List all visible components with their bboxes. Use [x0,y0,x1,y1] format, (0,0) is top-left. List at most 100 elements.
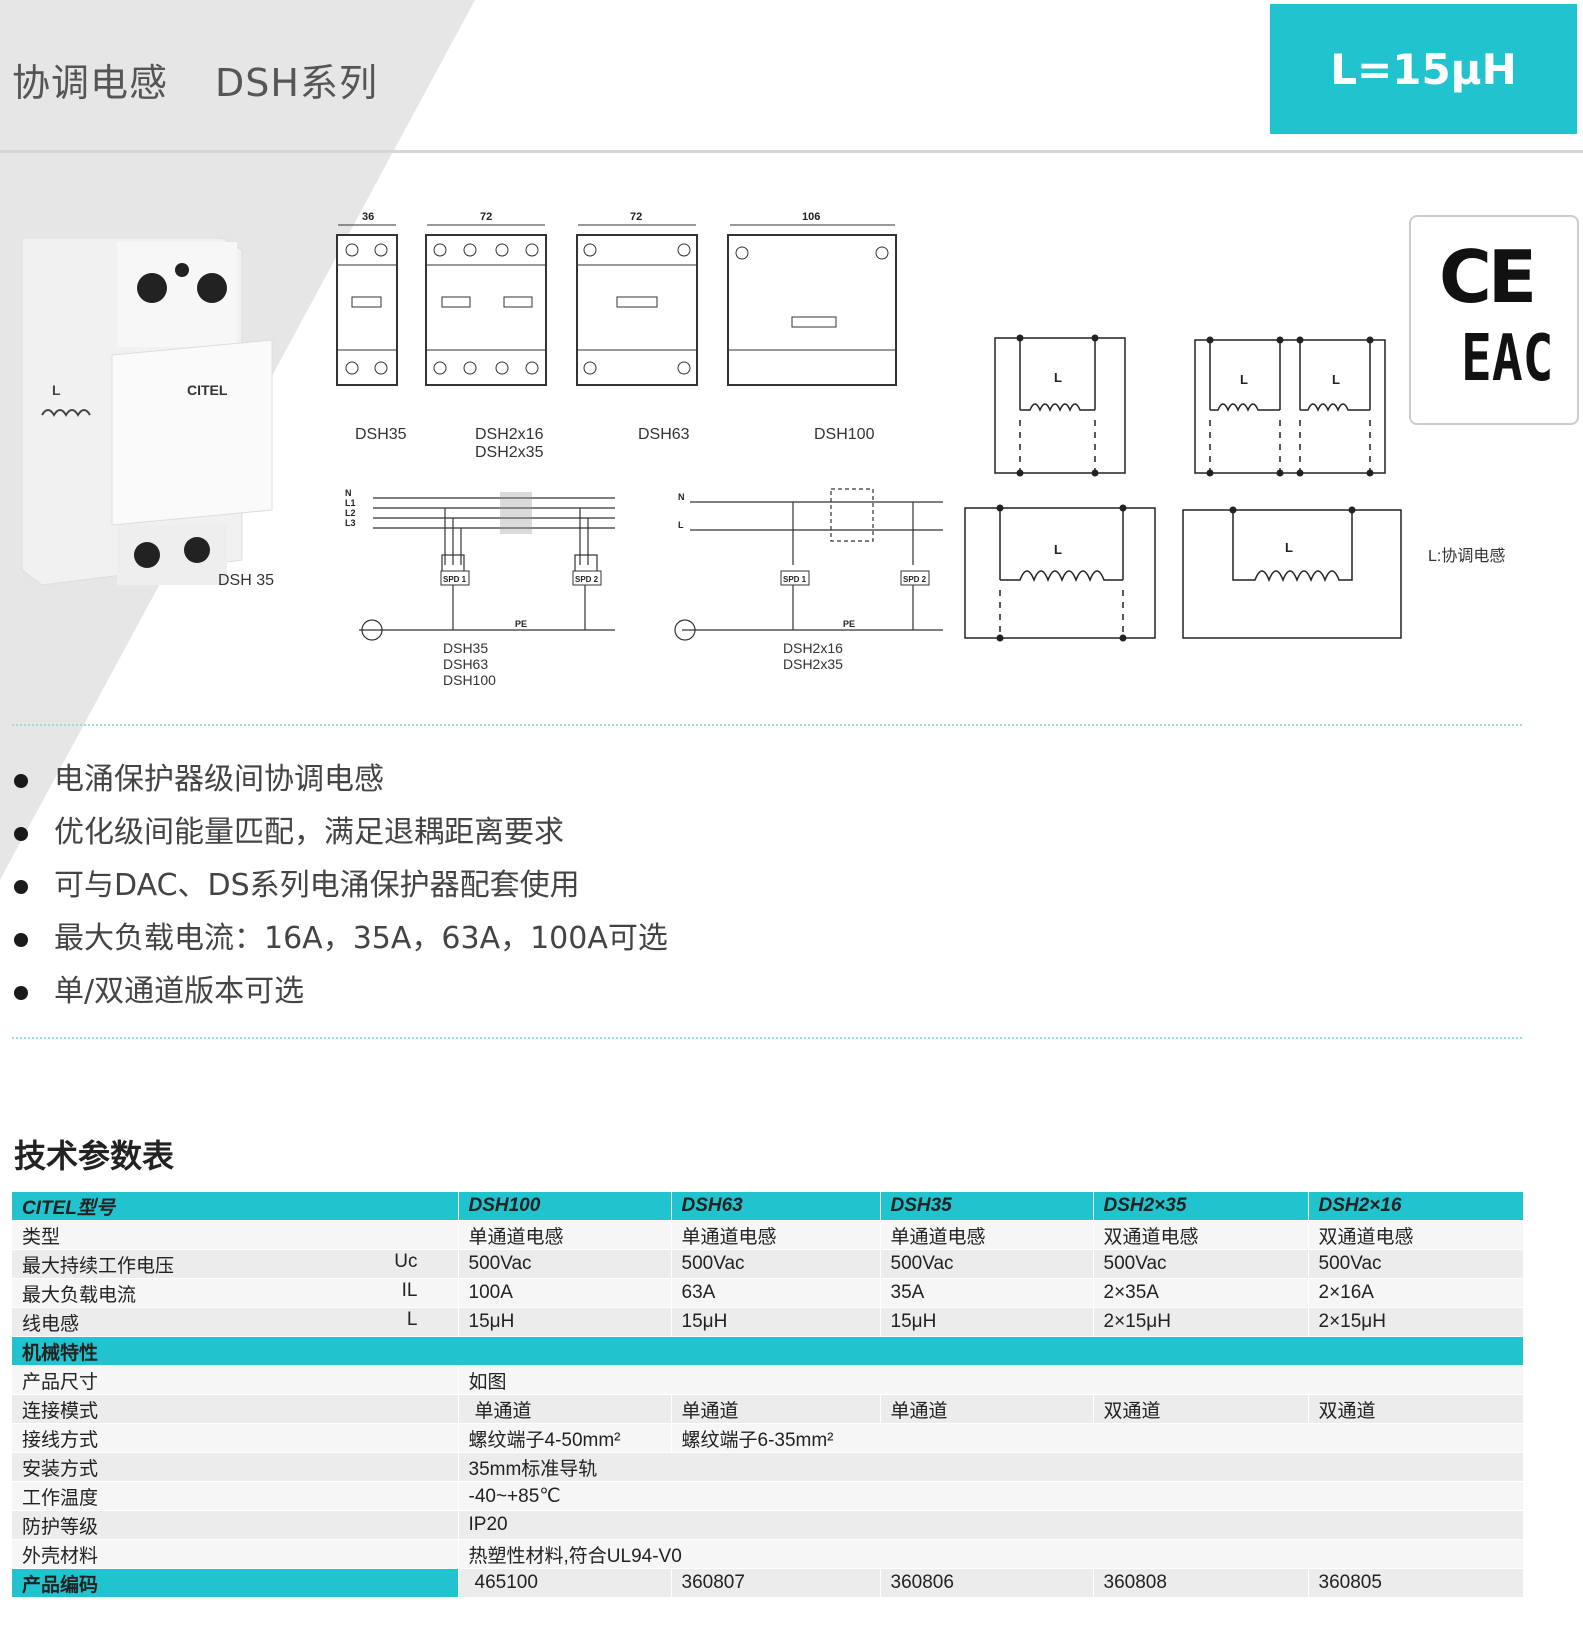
dsh63-drawing [576,224,698,386]
product-photo: CITEL L [21,237,273,586]
wiring-left-model-1: DSH35 [443,640,489,656]
cell: 500Vac [458,1249,672,1279]
svg-text:L: L [52,382,61,398]
cell: 500Vac [671,1249,881,1279]
cell: 2×15μH [1093,1307,1309,1337]
cell: 双通道电感 [1308,1220,1524,1250]
dim-dsh35: 36 [362,211,374,223]
svg-text:CITEL: CITEL [187,382,228,398]
model-col: DSH2×35 [1093,1192,1309,1221]
spec-section-title: 技术参数表 [14,1137,175,1175]
page-title: 协调电感 [12,61,169,105]
feature-item: 可与DAC、DS系列电涌保护器配套使用 [12,866,668,919]
inductor-schematics: L L L L L [964,334,1402,642]
certification-box: CE EAC [1409,215,1579,425]
cell: 15μH [458,1307,672,1337]
mechanical-header: 机械特性 [12,1336,1524,1366]
inductor-l-4: L [1054,542,1062,557]
row-label: 防护等级 [12,1510,459,1540]
row-label: 外壳材料 [12,1539,459,1569]
module-dimension-drawings: 36 72 72 106 [336,211,897,386]
cell: 360808 [1093,1568,1309,1598]
product-code-row: 产品编码 465100 360807 360806 360808 360805 [12,1568,1524,1598]
inductor-l-5: L [1285,540,1293,555]
cell: 螺纹端子4-50mm² [458,1423,672,1453]
dim-dsh2x16: 72 [480,211,492,223]
dim-dsh100: 106 [802,211,820,223]
table-row: 连接模式 单通道 单通道 单通道 双通道 双通道 [12,1394,1524,1424]
cell: 螺纹端子6-35mm² [671,1423,1524,1453]
wiring-left-model-2: DSH63 [443,656,489,672]
table-row: 工作温度 -40~+85℃ [12,1481,1524,1511]
cell: 15μH [671,1307,881,1337]
spd1-label-left: SPD 1 [443,575,467,584]
cell: 63A [671,1278,881,1308]
model-col: DSH100 [458,1192,672,1221]
pe-label-right: PE [843,619,855,629]
row-label: 安装方式 [12,1452,459,1482]
label-dsh2x16: DSH2x16 [475,426,544,443]
row-symbol: Uc [394,1250,418,1272]
cell: 35A [880,1278,1094,1308]
cell: 15μH [880,1307,1094,1337]
dsh35-drawing [336,224,398,386]
row-symbol: IL [401,1279,418,1301]
wiring-right-model-2: DSH2x35 [783,656,843,672]
table-row: 产品尺寸 如图 [12,1365,1524,1395]
label-dsh2x35: DSH2x35 [475,444,544,461]
dsh100-drawing [727,224,897,386]
label-dsh63: DSH63 [638,426,690,443]
spec-table: CITEL型号 DSH100 DSH63 DSH35 DSH2×35 DSH2×… [12,1192,1524,1598]
table-row: 接线方式 螺纹端子4-50mm² 螺纹端子6-35mm² [12,1423,1524,1453]
dim-dsh63: 72 [630,211,642,223]
cell: IP20 [458,1510,1524,1540]
divider-bottom [12,1037,1522,1039]
feature-item: 单/双通道版本可选 [12,972,668,1025]
spd1-label-right: SPD 1 [783,575,807,584]
spd2-label-right: SPD 2 [903,575,927,584]
cell: 热塑性材料,符合UL94-V0 [458,1539,1524,1569]
cell: 500Vac [1093,1249,1309,1279]
model-header: CITEL型号 [12,1192,459,1221]
cell: 单通道电感 [458,1220,672,1250]
feature-list: 电涌保护器级间协调电感 优化级间能量匹配，满足退耦距离要求 可与DAC、DS系列… [12,760,668,1025]
wire-label-n: N [345,488,352,498]
table-row: 防护等级 IP20 [12,1510,1524,1540]
inductor-l-1: L [1054,370,1062,385]
row-label: 接线方式 [12,1423,459,1453]
inductance-badge: L=15μH [1270,4,1577,134]
wire-label-l1: L1 [345,498,356,508]
product-photo-label: DSH 35 [218,572,275,589]
ce-mark: CE [1439,235,1537,319]
wiring-diagram-right: N L SPD 1 SPD 2 PE [674,488,943,641]
cell: 2×16A [1308,1278,1524,1308]
table-row: 安装方式 35mm标准导轨 [12,1452,1524,1482]
cell: 465100 [458,1568,672,1598]
cell: 单通道 [458,1394,672,1424]
row-label: 工作温度 [12,1481,459,1511]
wiring-left-model-3: DSH100 [443,672,496,688]
feature-item: 优化级间能量匹配，满足退耦距离要求 [12,813,668,866]
cell: 35mm标准导轨 [458,1452,1524,1482]
pe-label-left: PE [515,619,527,629]
inductor-l-2: L [1240,372,1248,387]
model-col: DSH35 [880,1192,1094,1221]
cell: 如图 [458,1365,1524,1395]
wire-label-l3: L3 [345,518,356,528]
cell: 2×35A [1093,1278,1309,1308]
cell: 360807 [671,1568,881,1598]
model-col: DSH2×16 [1308,1192,1524,1221]
row-label: 产品编码 [12,1568,459,1598]
wiring-right-model-1: DSH2x16 [783,640,843,656]
mechanical-header-row: 机械特性 [12,1336,1524,1366]
cell: 单通道电感 [671,1220,881,1250]
feature-item: 最大负载电流：16A，35A，63A，100A可选 [12,919,668,972]
cell: 双通道电感 [1093,1220,1309,1250]
row-label: 连接模式 [12,1394,459,1424]
model-col: DSH63 [671,1192,881,1221]
